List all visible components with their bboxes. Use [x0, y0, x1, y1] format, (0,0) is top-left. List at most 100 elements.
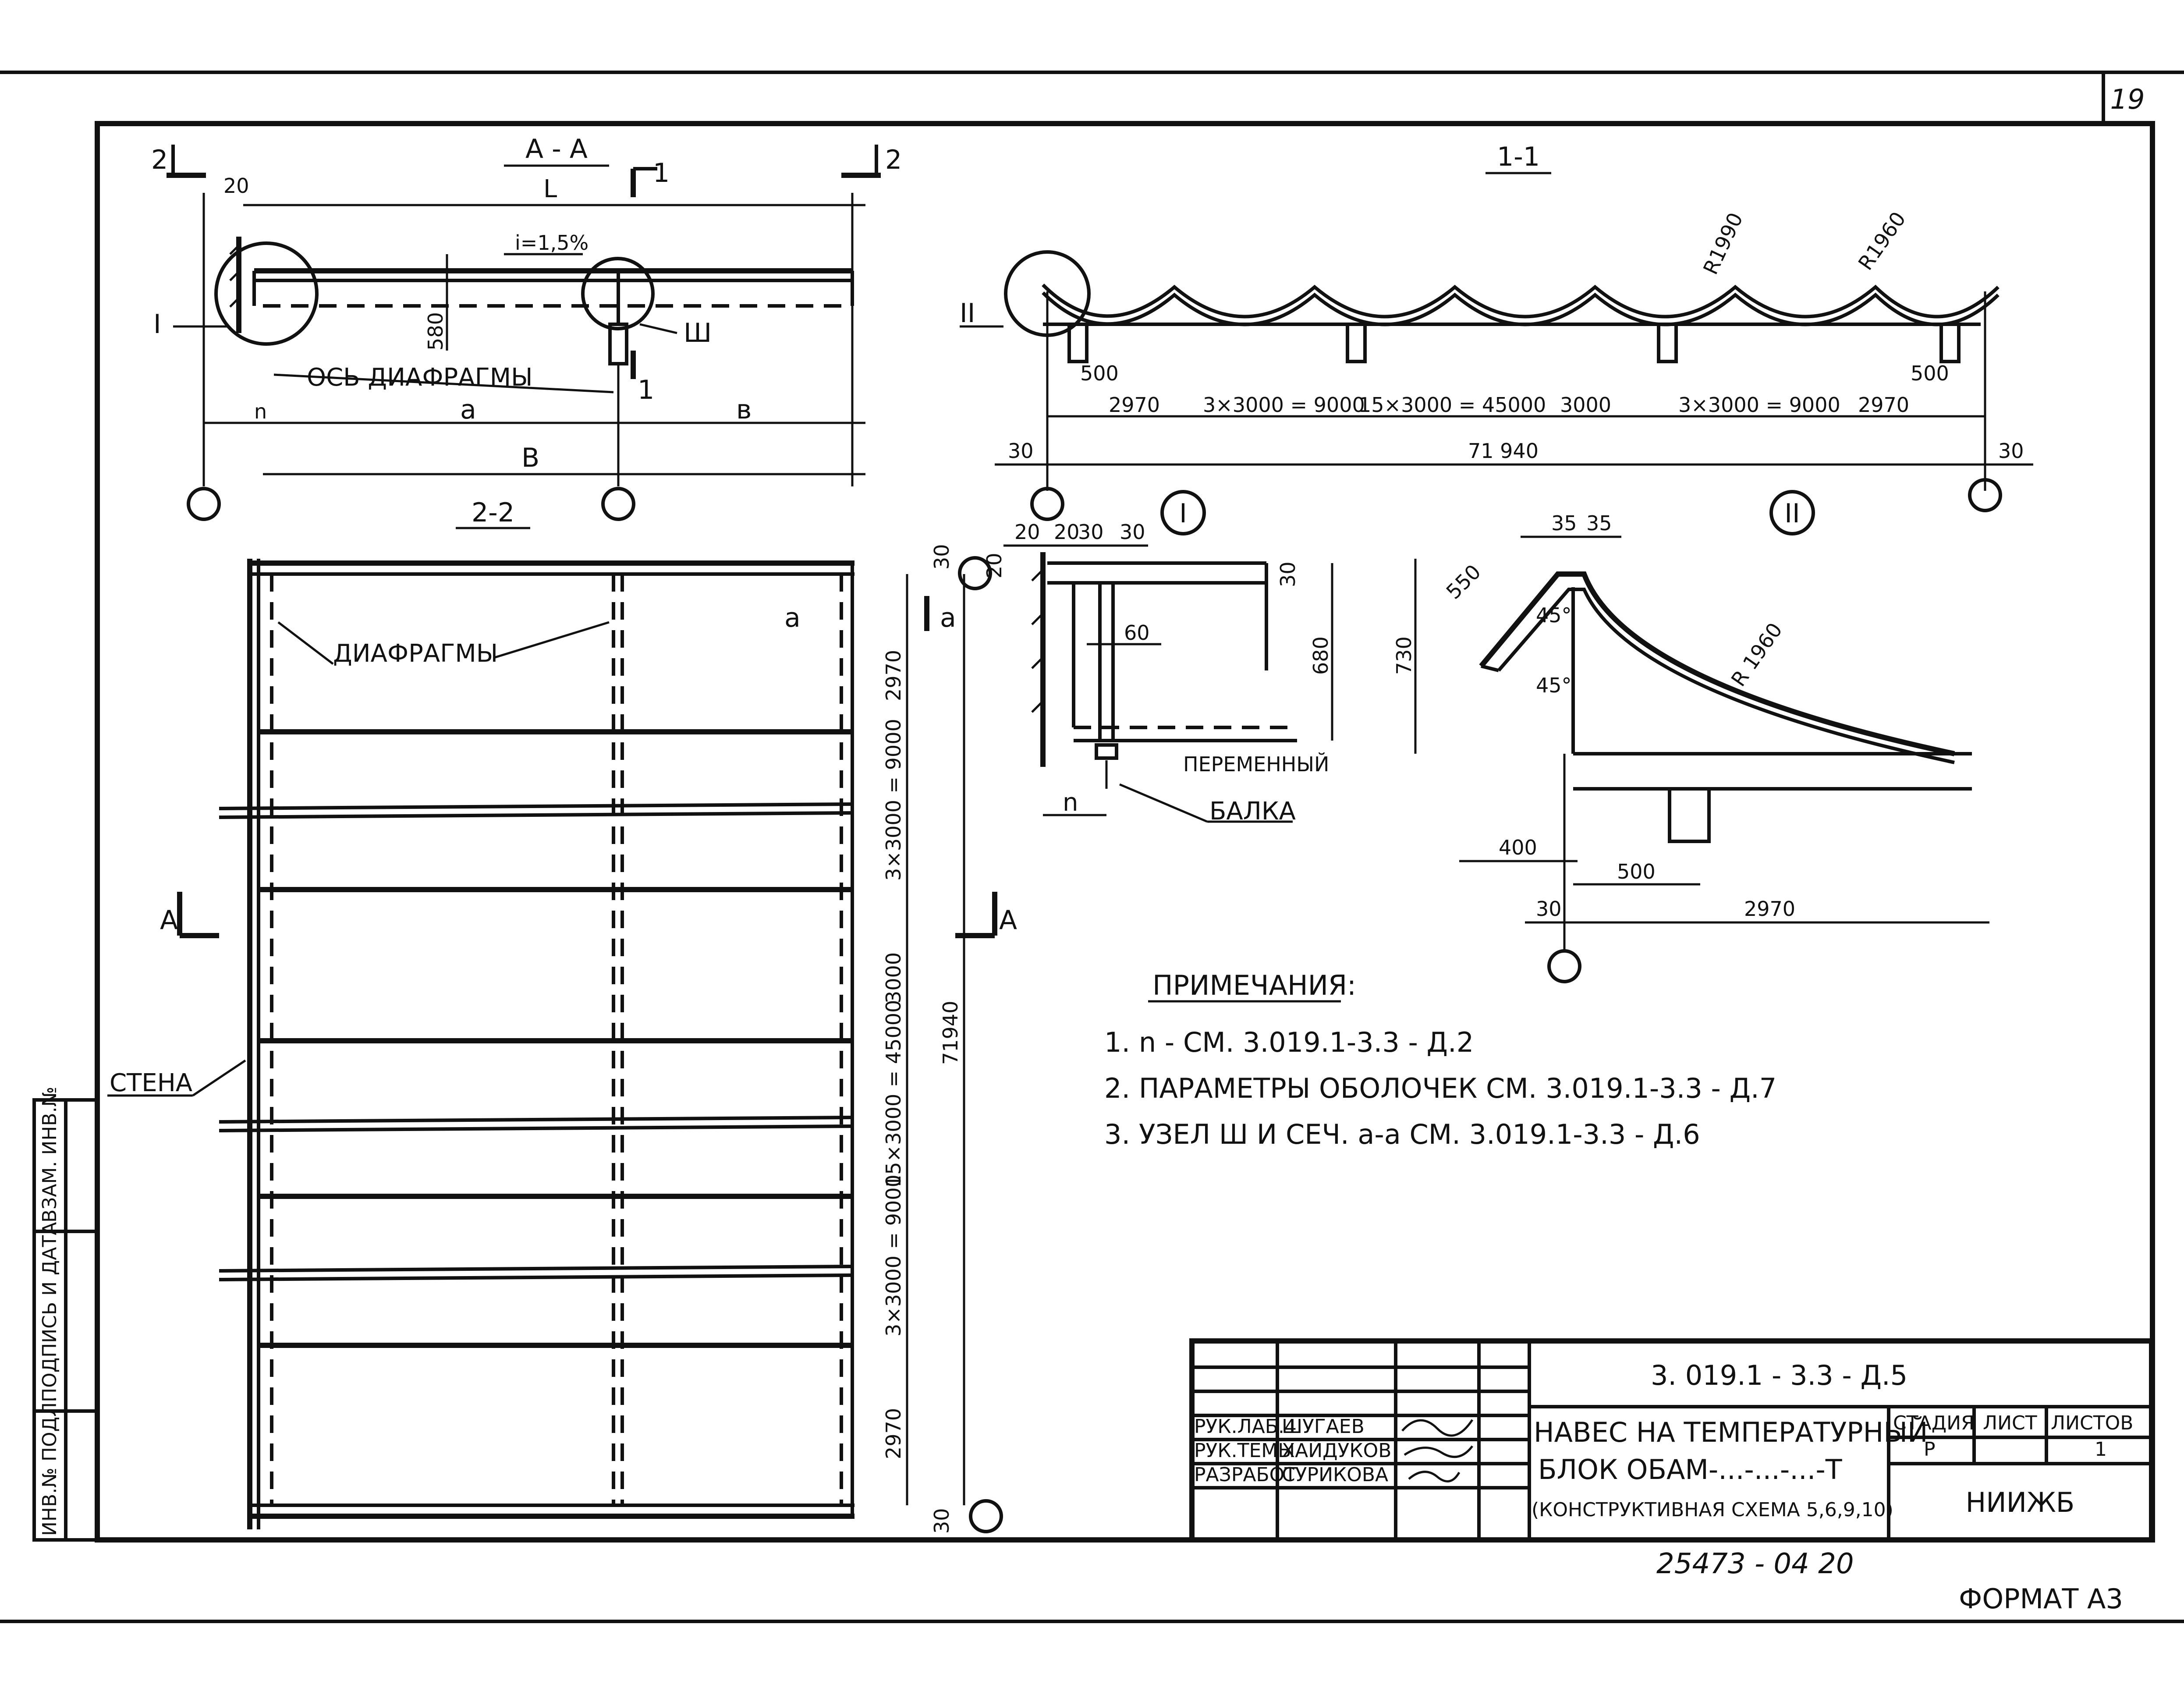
edge-30-left: 30 [1008, 439, 1034, 463]
archive-number: 25473 - 04 20 [1656, 1548, 1854, 1580]
node-i-dim-20-side: 20 [982, 553, 1006, 578]
section-22-title: 2-2 [472, 497, 514, 528]
dim-1-1-4: 3×3000 = 9000 [1678, 393, 1840, 417]
edge-30-top: 30 [930, 544, 954, 570]
node-iii-label: Ш [684, 318, 712, 348]
node-i-label: I [153, 309, 161, 340]
section-11: 1-1 II R1990 R1960 500 500 2970 3×3000 =… [960, 142, 2033, 521]
notes-title: ПРИМЕЧАНИЯ: [1152, 969, 1356, 1001]
note-1: 1. n - СМ. 3.019.1-3.3 - Д.2 [1104, 1026, 1474, 1058]
node-ii: II 35 35 550 45° 45° 730 R 1960 400 500 … [1392, 490, 1989, 983]
sheet-header: ЛИСТ [1983, 1412, 2037, 1434]
dim-2-2-3: 15×3000 = 45000 [882, 1000, 905, 1188]
signature-1 [1404, 1445, 1473, 1458]
stamp-signature-date: ПОДПИСЬ И ДАТА [39, 1222, 61, 1402]
dim-2-2-4: 3×3000 = 9000 [882, 1174, 905, 1337]
section-aa-span-label: L [543, 175, 557, 203]
dim-1-1-0: 2970 [1109, 393, 1160, 417]
sheets-header: ЛИСТОВ [2051, 1412, 2133, 1434]
notes: ПРИМЕЧАНИЯ: 1. n - СМ. 3.019.1-3.3 - Д.2… [1104, 969, 1776, 1150]
node-i-dim-60: 60 [1124, 621, 1150, 645]
height-580: 580 [424, 312, 447, 351]
note-2: 2. ПАРАМЕТРЫ ОБОЛОЧЕК СМ. 3.019.1-3.3 - … [1104, 1072, 1776, 1104]
section-aa-title: А - А [525, 134, 588, 164]
stamp-inv-podl: ИНВ.№ ПОДЛ. [39, 1396, 61, 1536]
name-1: ХАЙДУКОВ [1282, 1439, 1391, 1462]
dim-a-label: a [460, 394, 476, 425]
dim-500-right: 500 [1911, 362, 1949, 385]
node-ii-dim-35-a: 35 [1551, 511, 1577, 535]
format-label: ФОРМАТ А3 [1959, 1583, 2123, 1615]
node-ii-dim-400: 400 [1499, 836, 1537, 859]
edge-30-bottom: 30 [930, 1508, 954, 1534]
dim-1-1-3: 3000 [1560, 393, 1611, 417]
note-3: 3. УЗЕЛ Ш И СЕЧ. a-a СМ. 3.019.1-3.3 - Д… [1104, 1118, 1700, 1150]
title-line-1: БЛОК ОБАМ-...-...-...-Т [1538, 1454, 1843, 1486]
cut-A-right-label: A [999, 905, 1017, 936]
title-block: 3. 019.1 - 3.3 - Д.5 РУК.ЛАБ.4 РУК.ТЕМЫ … [1189, 1338, 2154, 1543]
node-i-dim-top-1: 20 [1054, 520, 1080, 544]
dim-n-label: n [254, 400, 267, 423]
dim-1-1-1: 3×3000 = 9000 [1203, 393, 1365, 417]
total-71940-horizontal: 71 940 [1468, 439, 1539, 463]
node-ii-dim-550: 550 [1442, 560, 1486, 604]
node-ii-dim-500: 500 [1617, 860, 1656, 883]
frame [0, 71, 2184, 1623]
section-22: 2-2 ДИАФРАГМЫ СТЕНА a [107, 497, 1017, 1534]
cut-2-right-label: 2 [885, 145, 902, 175]
node-i-variable-label: ПЕРЕМЕННЫЙ [1183, 752, 1329, 776]
dim-2-2-1: 3×3000 = 9000 [882, 719, 905, 881]
node-ii-dim-2970: 2970 [1744, 897, 1795, 921]
node-ii-dim-35-b: 35 [1586, 511, 1612, 535]
wall-label: СТЕНА [110, 1069, 192, 1097]
slope-label: i=1,5% [515, 231, 589, 255]
section-aa: А - А L 2 2 1 20 i=1,5% I [151, 134, 902, 521]
node-i-dim-top-0: 20 [1014, 520, 1040, 544]
dim-2-2-2: 3000 [882, 952, 905, 1004]
dim-500-left: 500 [1080, 362, 1119, 385]
edge-offset-20: 20 [223, 174, 249, 198]
node-i-dim-30: 30 [1276, 561, 1300, 587]
node-ii-dim-30: 30 [1536, 897, 1562, 921]
name-0: ШУГАЕВ [1282, 1415, 1365, 1438]
dim-2-2-5: 2970 [882, 1408, 905, 1459]
cut-a-right-label: a [940, 603, 956, 633]
dim-1-1-5: 2970 [1858, 393, 1909, 417]
node-ii-radius: R 1960 [1727, 618, 1787, 691]
signature-0 [1401, 1419, 1474, 1437]
dim-b-label: в [736, 394, 752, 425]
stage-value: Р [1924, 1438, 1936, 1461]
side-stamp: ИНВ.№ ПОДЛ. ПОДПИСЬ И ДАТА ВЗАМ. ИНВ.№ [32, 1087, 99, 1542]
diaphragms-label: ДИАФРАГМЫ [333, 639, 498, 668]
cut-1-bottom-label: 1 [638, 375, 654, 405]
node-ii-height-730: 730 [1392, 636, 1416, 675]
radius-1960: R1960 [1854, 207, 1911, 274]
dim-1-1-2: 15×3000 = 45000 [1358, 393, 1546, 417]
node-ii-circle-label: II [1784, 498, 1800, 529]
title-line-2: (КОНСТРУКТИВНАЯ СХЕМА 5,6,9,10) [1532, 1499, 1893, 1521]
node-i-circle-label: I [1179, 498, 1187, 529]
organization: НИИЖБ [1966, 1486, 2075, 1518]
role-1: РУК.ТЕМЫ [1194, 1440, 1295, 1462]
sheet-number: 19 [2110, 83, 2145, 115]
title-line-0: НАВЕС НА ТЕМПЕРАТУРНЫЙ [1534, 1416, 1928, 1448]
total-71940-vertical: 71940 [939, 1001, 962, 1065]
name-2: СУРИКОВА [1282, 1464, 1388, 1486]
node-i-dim-top-3: 30 [1120, 520, 1145, 544]
node-i: I 20 20 30 30 20 30 60 680 ПЕРЕМЕННЫЙ n … [982, 490, 1333, 826]
dim-B-label: B [521, 443, 539, 473]
drawing-code: 3. 019.1 - 3.3 - Д.5 [1651, 1359, 1907, 1391]
node-ii-label: II [960, 298, 975, 329]
cut-2-left-label: 2 [151, 145, 168, 175]
node-i-height-680: 680 [1309, 636, 1333, 675]
dim-2-2-0: 2970 [882, 650, 905, 701]
cut-1-top-label: 1 [653, 158, 670, 188]
stamp-vzam-inv: ВЗАМ. ИНВ.№ [39, 1087, 61, 1223]
node-ii-angle-2: 45° [1536, 674, 1572, 697]
role-2: РАЗРАБОТ [1194, 1464, 1296, 1486]
signature-2 [1408, 1471, 1461, 1482]
section-11-title: 1-1 [1497, 142, 1540, 172]
sheets-value: 1 [2095, 1438, 2107, 1461]
node-ii-angle-1: 45° [1536, 603, 1572, 627]
